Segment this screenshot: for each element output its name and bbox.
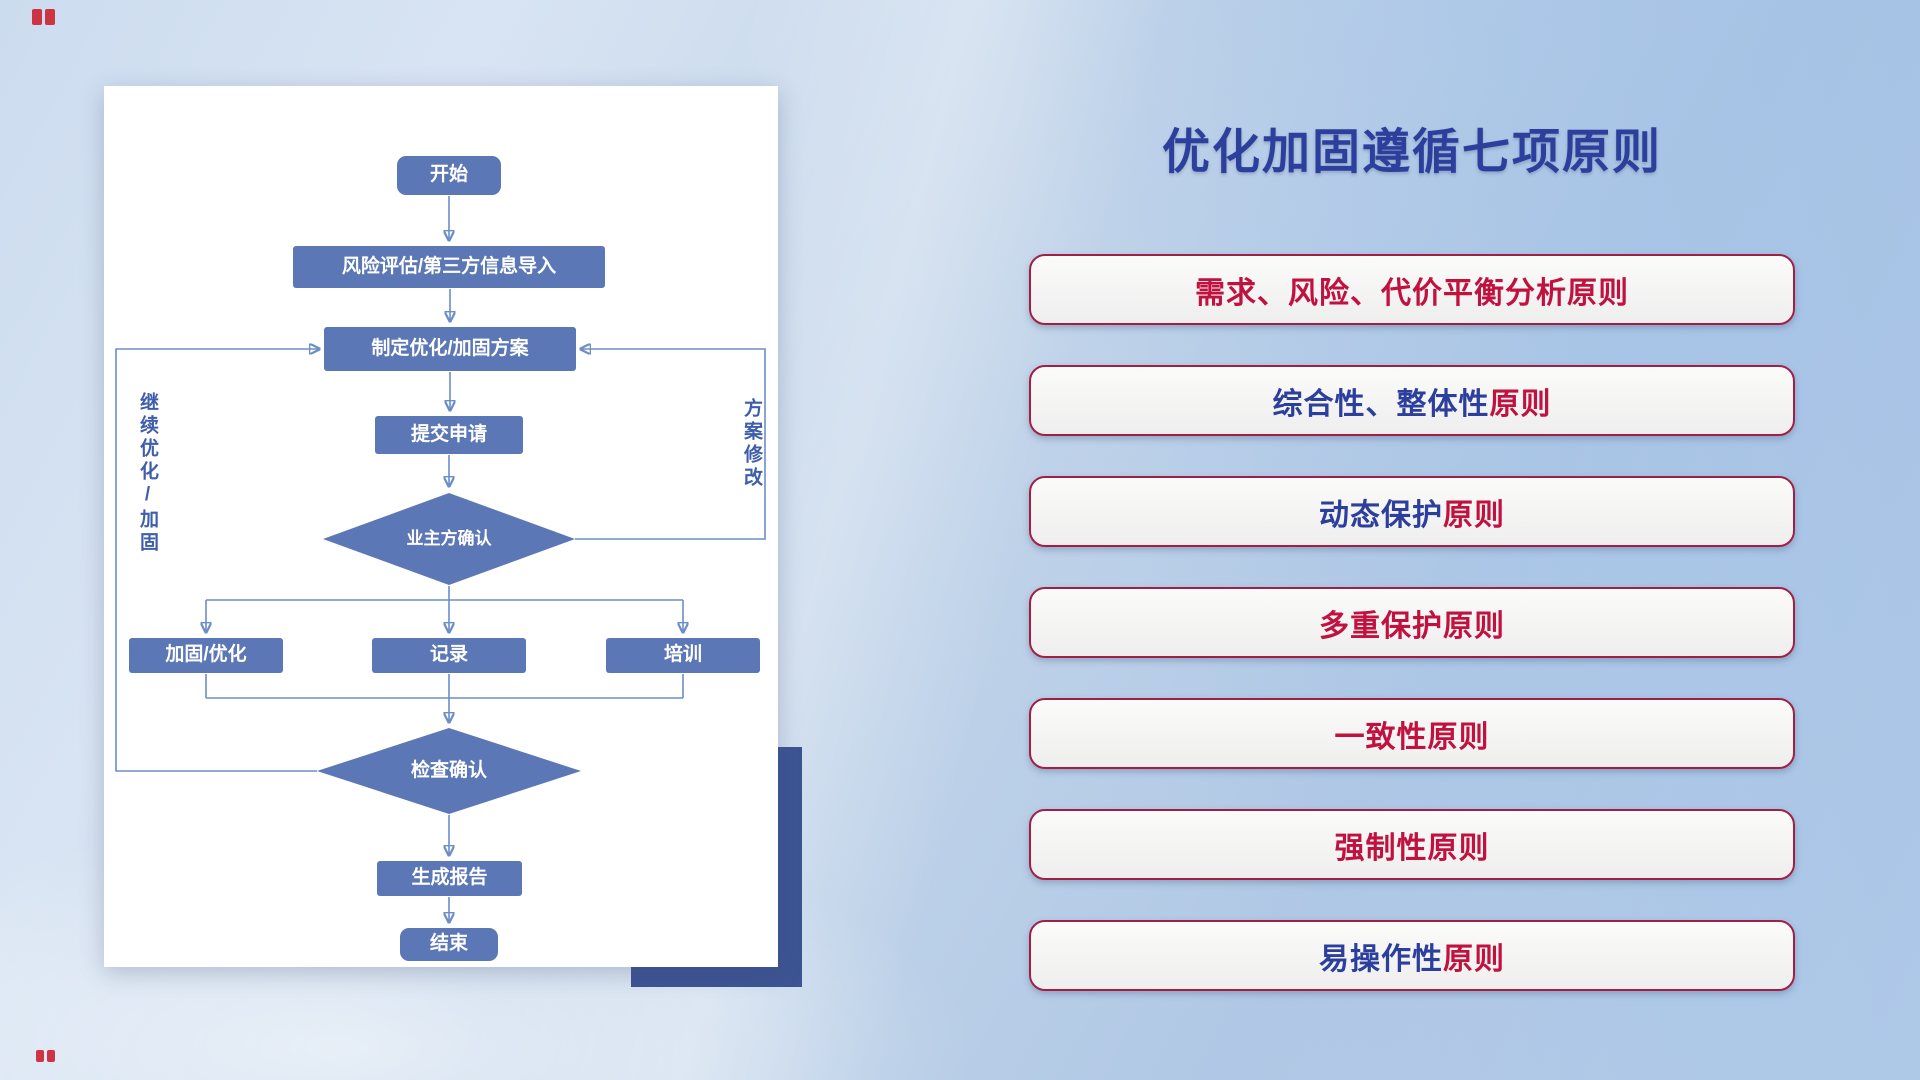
page-title: 优化加固遵循七项原则 xyxy=(1161,126,1662,179)
brand-glyph xyxy=(36,1050,44,1062)
flow-node-submit-request: 提交申请 xyxy=(375,416,523,454)
flow-node-risk-import: 风险评估/第三方信息导入 xyxy=(293,246,605,288)
brand-mark-top-left xyxy=(32,9,55,25)
principle-card: 综合性、整体性原则 xyxy=(1029,365,1795,436)
principles-list: 需求、风险、代价平衡分析原则综合性、整体性原则动态保护原则多重保护原则一致性原则… xyxy=(1029,254,1795,991)
brand-glyph xyxy=(47,1050,55,1062)
flow-label-plan-revision: 方案修改 xyxy=(741,398,762,490)
principles-panel: 优化加固遵循七项原则 需求、风险、代价平衡分析原则综合性、整体性原则动态保护原则… xyxy=(1029,112,1795,991)
flow-node-end: 结束 xyxy=(400,928,498,961)
principle-text-segment: 强制性原则 xyxy=(1334,831,1490,865)
principle-text-segment: 原则 xyxy=(1489,387,1552,421)
principle-text-segment: 易操作性 xyxy=(1319,942,1443,976)
brand-mark-bottom-left xyxy=(36,1050,55,1062)
principle-text-segment: 动态保护 xyxy=(1319,498,1443,532)
principle-text-segment: 原则 xyxy=(1443,498,1505,532)
brand-glyph xyxy=(32,9,42,25)
principle-text-segment: 原则 xyxy=(1443,942,1505,976)
principle-card: 易操作性原则 xyxy=(1029,920,1795,991)
connector-continue-optimize-loop xyxy=(115,349,319,772)
flowchart-connectors xyxy=(115,196,766,967)
principle-card: 强制性原则 xyxy=(1029,809,1795,880)
principle-card: 一致性原则 xyxy=(1029,698,1795,769)
principle-card: 需求、风险、代价平衡分析原则 xyxy=(1029,254,1795,325)
flow-label-continue-optimize: 继续优化/加固 xyxy=(137,392,158,555)
flow-node-start: 开始 xyxy=(397,156,501,195)
principle-card: 多重保护原则 xyxy=(1029,587,1795,658)
principle-text-segment: 多重保护原则 xyxy=(1319,609,1505,643)
principle-text-segment: 一致性原则 xyxy=(1334,720,1490,754)
flow-node-record: 记录 xyxy=(372,638,526,673)
principle-text-segment: 需求、风险、代价平衡分析原则 xyxy=(1195,276,1629,310)
flow-node-generate-report: 生成报告 xyxy=(377,861,522,896)
flow-node-training: 培训 xyxy=(606,638,760,673)
principle-card: 动态保护原则 xyxy=(1029,476,1795,547)
flowchart-card: 开始 风险评估/第三方信息导入 制定优化/加固方案 提交申请 业主方确认 加固/… xyxy=(104,86,778,967)
principle-text-segment: 综合性、整体性 xyxy=(1272,387,1490,421)
connector-plan-revision-loop xyxy=(575,349,766,540)
flow-node-reinforce-optimize: 加固/优化 xyxy=(129,638,283,673)
flow-node-make-plan: 制定优化/加固方案 xyxy=(324,327,576,371)
brand-glyph xyxy=(45,9,55,25)
